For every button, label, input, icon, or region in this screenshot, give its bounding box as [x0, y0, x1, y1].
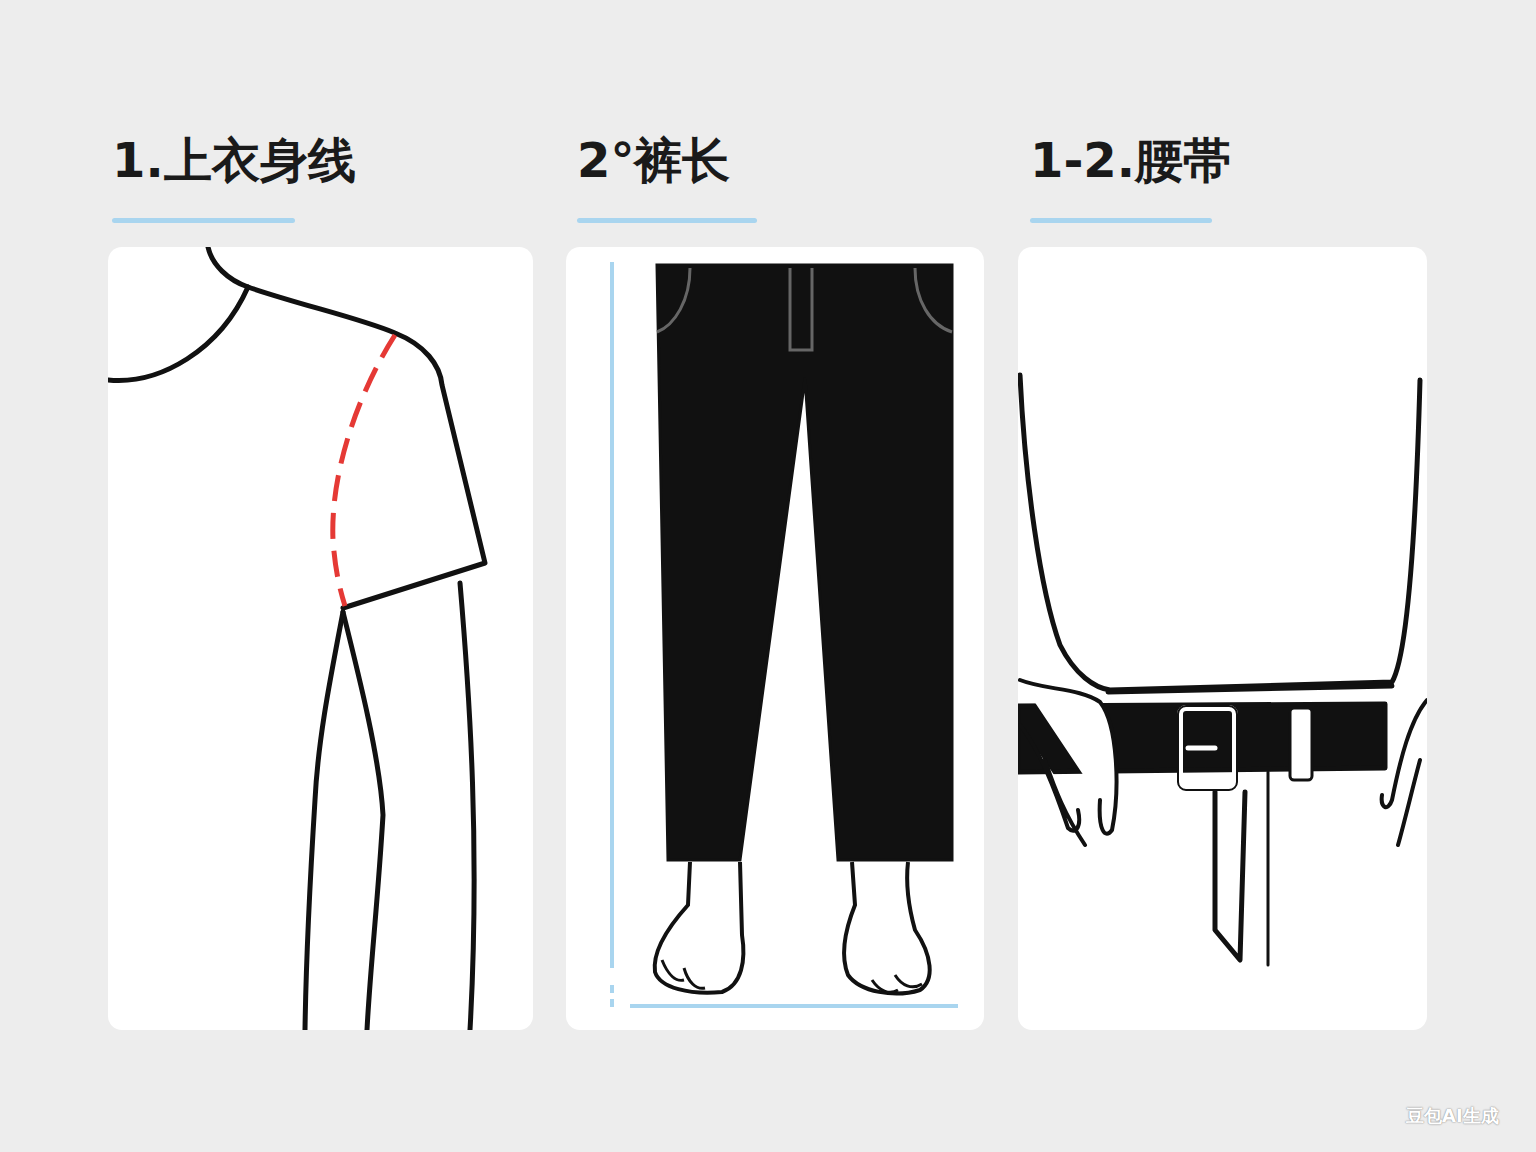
panel-card	[108, 247, 533, 1030]
panel: 2°裤长	[566, 130, 984, 1030]
panel-heading: 2°裤长	[573, 130, 730, 190]
panel-card	[566, 247, 984, 1030]
heading-underline	[1030, 218, 1212, 223]
seam-line	[333, 335, 395, 606]
panel-heading: 1-2.腰帯	[1026, 130, 1231, 190]
shirt-drawing	[108, 247, 485, 1030]
measure-line	[612, 262, 958, 1012]
panel-heading: 1.上衣身线	[108, 130, 356, 190]
panel: 1.上衣身线	[108, 130, 533, 1030]
trousers-drawing	[655, 265, 952, 994]
panel: 1-2.腰帯	[1018, 130, 1427, 1030]
belt-drawing	[1018, 375, 1427, 965]
heading-underline	[112, 218, 295, 223]
watermark: 豆包AI生成	[1406, 1104, 1499, 1128]
heading-underline	[577, 218, 757, 223]
panel-card	[1018, 247, 1427, 1030]
